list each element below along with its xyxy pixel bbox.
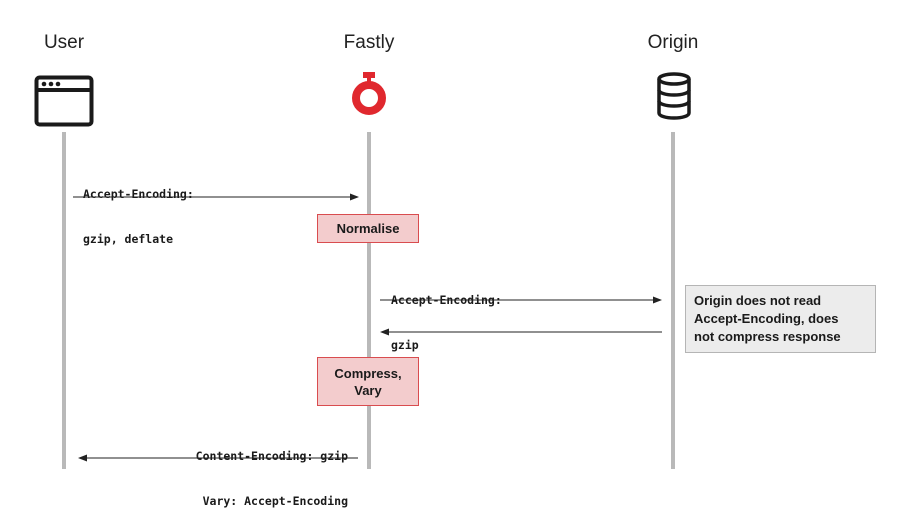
arrow-fastly-to-origin — [380, 295, 662, 305]
fastly-logo-icon — [348, 72, 390, 121]
origin-note: Origin does not read Accept-Encoding, do… — [685, 285, 876, 353]
arrow-origin-to-fastly — [380, 327, 662, 337]
process-compress-vary: Compress, Vary — [317, 357, 419, 406]
process-label: Compress, — [334, 365, 402, 381]
lifeline-user — [62, 132, 66, 469]
lifeline-fastly — [367, 132, 371, 469]
message-line: Content-Encoding: gzip — [195, 449, 348, 463]
process-normalise: Normalise — [317, 214, 419, 243]
actor-title-origin: Origin — [647, 32, 699, 53]
message-request-to-fastly: Accept-Encoding: gzip, deflate — [83, 157, 194, 262]
lifeline-origin — [671, 132, 675, 469]
process-label: Vary — [354, 382, 382, 398]
message-line: Vary: Accept-Encoding — [202, 494, 348, 508]
arrow-user-to-fastly — [73, 192, 359, 202]
actor-title-fastly: Fastly — [343, 32, 395, 53]
arrow-fastly-to-user — [78, 453, 358, 463]
message-response-to-user: Content-Encoding: gzip Vary: Accept-Enco… — [160, 419, 348, 524]
message-line: gzip — [391, 338, 419, 352]
browser-window-icon — [34, 75, 94, 132]
process-label: Normalise — [336, 221, 400, 236]
note-line: not compress response — [694, 329, 841, 344]
actor-title-user: User — [43, 32, 85, 53]
database-icon — [655, 72, 693, 125]
message-line: gzip, deflate — [83, 232, 174, 246]
note-line: Origin does not read — [694, 293, 822, 308]
note-line: Accept-Encoding, does — [694, 311, 839, 326]
message-request-to-origin: Accept-Encoding: gzip — [391, 263, 502, 368]
